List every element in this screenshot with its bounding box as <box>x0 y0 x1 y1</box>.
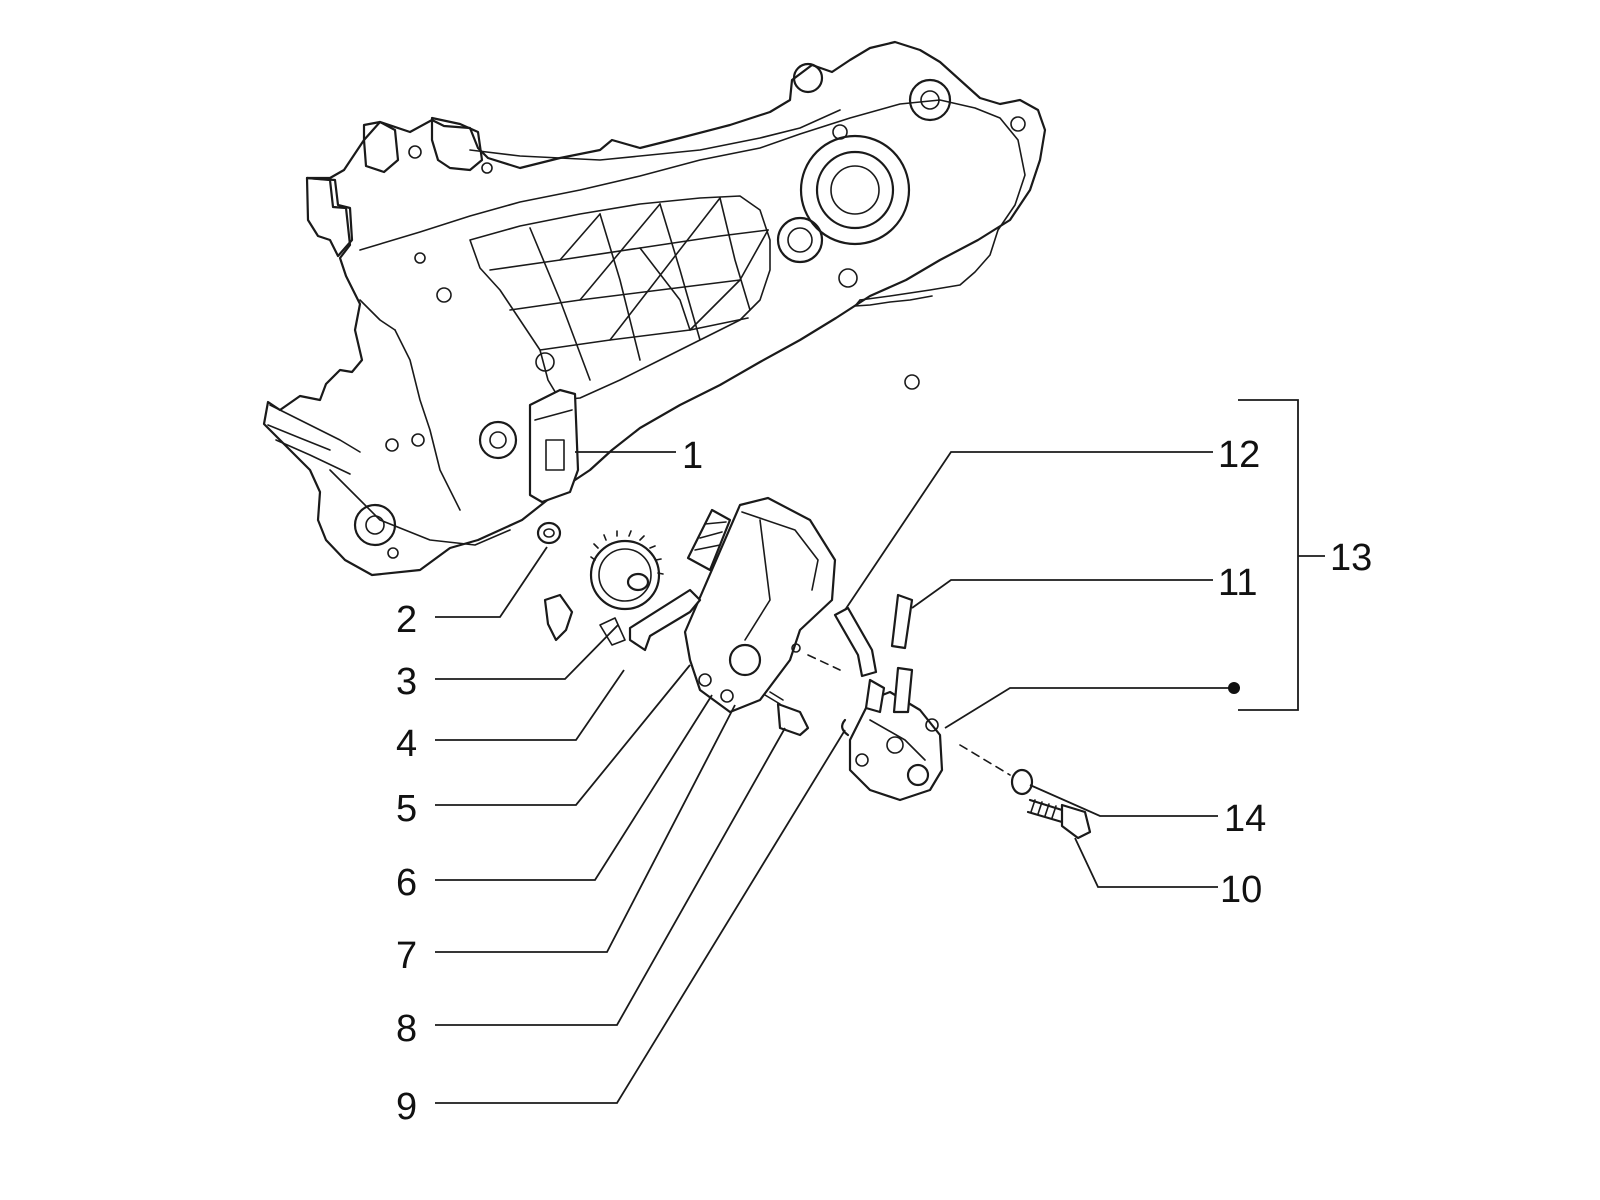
pump-cover-drawing <box>683 496 837 714</box>
clips <box>543 593 626 646</box>
callout-10: 10 <box>1220 869 1262 911</box>
callout-13: 13 <box>1330 537 1372 579</box>
callout-7: 7 <box>396 935 417 977</box>
callout-labels: 1 2 3 4 5 6 7 8 9 10 11 12 13 14 <box>396 434 1372 1128</box>
callout-14: 14 <box>1224 798 1266 840</box>
callout-5: 5 <box>396 788 417 830</box>
leader-lines <box>435 399 1325 1104</box>
callout-11: 11 <box>1218 562 1257 604</box>
part-10-bolt <box>1026 798 1092 840</box>
part-2-washer <box>536 521 562 545</box>
callout-9: 9 <box>396 1086 417 1128</box>
callout-2: 2 <box>396 599 417 641</box>
part-3-gear <box>589 530 664 611</box>
part-1-shape <box>528 388 580 504</box>
part-14-washer <box>1010 768 1034 796</box>
link-plate <box>628 588 702 652</box>
callout-12: 12 <box>1218 434 1260 476</box>
part-4-strip <box>686 508 732 572</box>
oil-pump-drawing <box>833 593 944 802</box>
callout-8: 8 <box>396 1008 417 1050</box>
callout-4: 4 <box>396 723 417 765</box>
part-8-screw <box>764 691 810 737</box>
callout-1: 1 <box>682 435 703 477</box>
callout-3: 3 <box>396 661 417 703</box>
crankcase-drawing <box>262 40 1047 577</box>
dot-marker <box>1228 682 1240 694</box>
callout-6: 6 <box>396 862 417 904</box>
